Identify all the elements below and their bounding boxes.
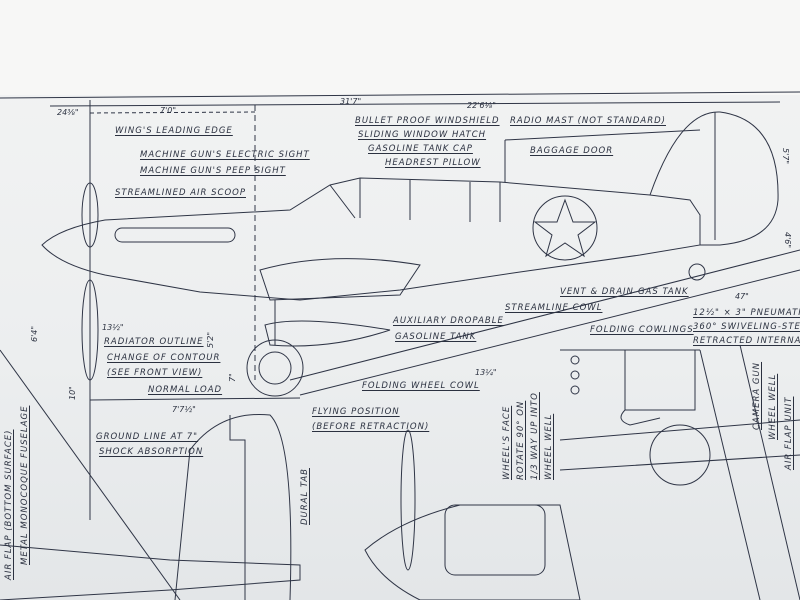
label-streamline-cowl: Streamline Cowl: [505, 303, 603, 313]
dim-tail-length: 22'6⅛": [467, 101, 496, 110]
rear-fuselage-plan: [0, 544, 301, 600]
dim-tail-height: 5'7": [781, 148, 790, 165]
propeller-blade-bottom: [81, 279, 99, 381]
label-normal-load: Normal Load: [148, 385, 223, 395]
wheel-well-plan: [624, 349, 696, 411]
label-wheel-face-2: Rotate 90° On: [516, 400, 526, 480]
label-wing-leading-edge: Wing's Leading Edge: [115, 126, 233, 136]
exhaust-stacks: [114, 227, 236, 243]
dim-overall-length: 31'7": [340, 97, 362, 106]
label-peep-sight: Machine Gun's Peep Sight: [140, 166, 286, 176]
label-radio-mast: Radio Mast (Not Standard): [510, 116, 666, 126]
label-wheel-face-1: Wheel's Face: [502, 405, 512, 480]
label-headrest: Headrest Pillow: [385, 158, 481, 168]
label-folding-wheel-cowl: Folding Wheel Cowl: [362, 381, 480, 391]
dim-height: 6'4": [30, 325, 39, 342]
label-baggage-door: Baggage Door: [530, 146, 614, 156]
dim-wheel-base: 7'7½": [172, 405, 196, 414]
label-wheel-face-4: Wheel Well: [544, 413, 554, 480]
national-insignia: [532, 195, 598, 261]
label-change-contour: Change of Contour: [107, 353, 221, 363]
label-windshield: Bullet Proof Windshield: [355, 116, 500, 126]
canopy-frames: [329, 178, 501, 222]
drop-tank: [264, 320, 391, 347]
propeller-blade-top: [81, 182, 99, 248]
front-fuselage-plan: [364, 504, 581, 600]
label-aux-tank-2: Gasoline Tank: [395, 332, 477, 342]
wheel-plan: [649, 424, 711, 486]
label-see-front: (See Front View): [107, 368, 203, 378]
label-retracted: Retracted Internally: [693, 336, 800, 346]
label-air-scoop: Streamlined Air Scoop: [115, 188, 246, 198]
ground-line: [89, 397, 301, 401]
label-camera-gun: Camera Gun: [752, 361, 762, 430]
wing-root: [259, 258, 421, 301]
label-swiveling: 360° Swiveling-Steerable: [693, 322, 800, 332]
label-window-hatch: Sliding Window Hatch: [358, 130, 487, 140]
label-dural-tab: Dural Tab: [300, 468, 310, 525]
tail-wheel: [688, 263, 706, 281]
label-wheel-face-3: 1/3 Way Up Into: [530, 392, 540, 480]
label-wheel-well: Wheel Well: [768, 373, 778, 440]
label-flying-position: Flying Position: [312, 407, 400, 417]
label-air-flap-unit: Air Flap Unit: [784, 396, 794, 470]
label-air-flap-bottom: Air Flap (Bottom Surface): [4, 429, 14, 581]
vertical-tail: [649, 111, 779, 246]
label-shock-absorption: Shock Absorption: [99, 447, 204, 457]
torn-paper-edge: [0, 0, 800, 95]
dim-ground: 10": [68, 386, 77, 400]
dim-top-left: 24⅜": [57, 108, 79, 117]
overall-dim-line: [49, 101, 781, 107]
dim-nose: 7'0": [160, 106, 177, 115]
propeller-plan: [400, 429, 416, 571]
label-monocoque: Metal Monocoque Fuselage: [20, 405, 30, 565]
label-tank-cap: Gasoline Tank Cap: [368, 144, 473, 154]
horizontal-tail-plan: [174, 413, 292, 600]
fuselage-outline: [41, 177, 701, 301]
label-vent-drain: Vent & Drain-Gas Tank: [560, 287, 689, 297]
dim-wing-clearance: 13¼": [475, 368, 497, 377]
label-electric-sight: Machine Gun's Electric Sight: [140, 150, 310, 160]
dim-wheel-offset: 5'2": [206, 331, 215, 348]
dim-tail-wheel-base: 47": [735, 292, 749, 301]
label-ground-line: Ground Line At 7": [96, 432, 199, 442]
top-border-line: [0, 91, 800, 99]
label-aux-tank-1: Auxiliary Dropable: [393, 316, 504, 326]
dim-radiator: 13½": [102, 323, 124, 332]
dim-shock: 7": [228, 373, 237, 382]
label-pneumatic-tire: 12½" × 3" Pneumatic Tire: [693, 308, 800, 318]
dim-tail-wheel-height: 4'6": [783, 232, 792, 249]
label-radiator-outline: Radiator Outline: [104, 337, 204, 347]
label-folding-cowlings: Folding Cowlings: [590, 325, 694, 335]
label-before-retraction: (Before Retraction): [312, 422, 430, 432]
